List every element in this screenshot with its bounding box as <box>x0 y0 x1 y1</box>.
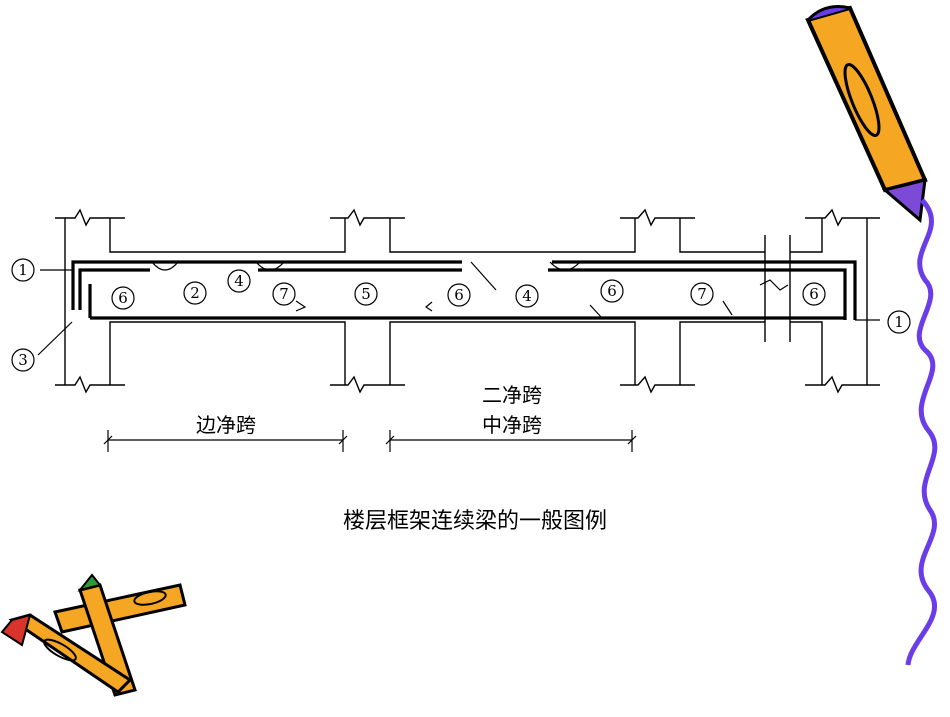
marker-4-b: 4 <box>522 287 532 305</box>
span-label-second: 二净跨 <box>482 383 542 407</box>
dimension-lines <box>103 430 637 452</box>
marker-6-d: 6 <box>809 285 819 303</box>
span-label-middle: 中净跨 <box>482 413 542 437</box>
top-bar-4 <box>548 268 847 320</box>
top-bar-continuous-1 <box>71 260 462 310</box>
marker-4-a: 4 <box>234 272 244 290</box>
top-bar-2 <box>78 268 150 310</box>
marker-6-a: 6 <box>118 289 128 307</box>
marker-7-b: 7 <box>697 285 707 303</box>
marker-2: 2 <box>190 284 200 302</box>
marker-5: 5 <box>361 285 371 303</box>
beam-outline <box>55 208 880 394</box>
crayons-bottom-left-icon <box>0 573 187 697</box>
span-label-edge: 边净跨 <box>196 413 256 437</box>
markers <box>11 258 911 372</box>
leaders <box>37 261 880 356</box>
marker-1-right: 1 <box>894 313 904 331</box>
marker-1-left: 1 <box>18 261 28 279</box>
marker-6-b: 6 <box>454 286 464 304</box>
squiggle-line <box>905 198 938 666</box>
rebar-group <box>71 260 857 320</box>
marker-3: 3 <box>18 351 28 369</box>
marker-7-a: 7 <box>279 285 289 303</box>
marker-6-c: 6 <box>607 282 617 300</box>
diagram-caption: 楼层框架连续梁的一般图例 <box>342 509 607 534</box>
top-bar-continuous-2 <box>552 260 857 320</box>
crayon-top-right-icon <box>805 5 928 223</box>
